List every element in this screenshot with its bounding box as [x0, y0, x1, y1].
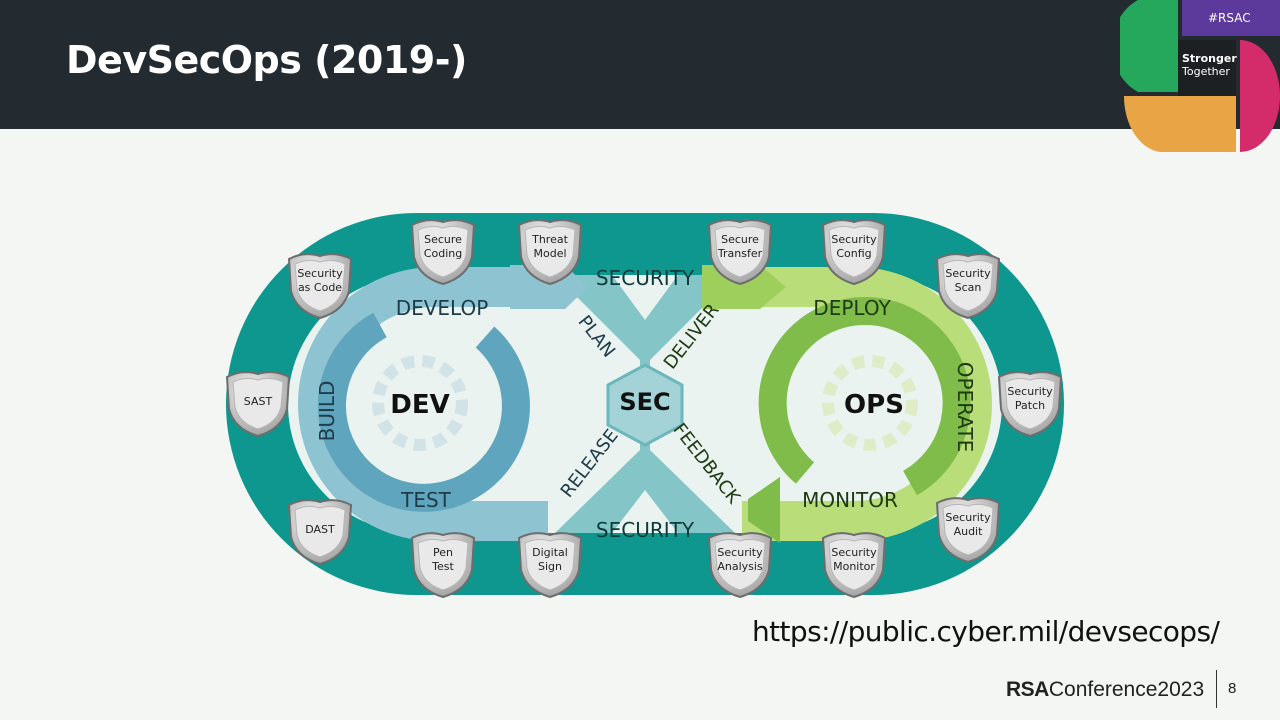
devsecops-diagram: DEV SEC OPS SECURITY SECURITY DEVELOP BU… — [226, 213, 1064, 598]
conference-name: Conference — [1048, 678, 1158, 701]
security-label-bottom: SECURITY — [596, 518, 695, 542]
deploy-label: DEPLOY — [813, 296, 891, 320]
shield-security-patch-line2: Patch — [1015, 399, 1045, 412]
shield-security-config: Security Config — [822, 219, 886, 285]
shield-security-audit-line2: Audit — [954, 525, 984, 538]
develop-label: DEVELOP — [396, 296, 489, 320]
logo-pink-shape — [1240, 40, 1280, 152]
operate-label: OPERATE — [953, 362, 977, 453]
ops-loop — [740, 267, 992, 541]
dev-plan-arrow — [510, 265, 588, 309]
rsac-logo-block: #RSAC Stronger Together — [1120, 0, 1280, 152]
rsac-hashtag: #RSAC — [1208, 11, 1251, 25]
shield-pen-test: Pen Test — [411, 532, 475, 598]
shield-security-as-code-line1: Security — [297, 267, 343, 280]
shield-sast-line1: SAST — [244, 395, 273, 408]
monitor-label: MONITOR — [802, 488, 898, 512]
page-number: 8 — [1228, 680, 1237, 697]
ops-gear-icon — [822, 355, 918, 451]
security-label-top: SECURITY — [596, 266, 695, 290]
shield-security-scan-line2: Scan — [955, 281, 982, 294]
slide-title: DevSecOps (2019-) — [66, 38, 467, 82]
shield-dast: DAST — [288, 499, 352, 565]
conference-brand: RSA — [1006, 678, 1049, 701]
shield-pen-test-line2: Test — [431, 560, 454, 573]
ops-cycle-arrow — [758, 297, 971, 496]
shield-pen-test-line1: Pen — [433, 546, 453, 559]
shield-digital-sign-line1: Digital — [532, 546, 568, 559]
shield-secure-transfer-line1: Secure — [721, 233, 759, 246]
shield-security-analysis-line2: Analysis — [717, 560, 763, 573]
ops-feedback-arrowhead — [748, 477, 780, 543]
shield-security-patch: Security Patch — [998, 371, 1062, 437]
logo-purple-shape — [1182, 0, 1280, 36]
dev-inner-circle — [334, 319, 506, 491]
shield-security-scan: Security Scan — [936, 253, 1000, 319]
shield-security-monitor-line1: Security — [831, 546, 877, 559]
shield-secure-transfer-line2: Transfer — [717, 247, 763, 260]
dev-label: DEV — [390, 390, 449, 420]
shield-dast-line1: DAST — [305, 523, 335, 536]
footer-divider — [1216, 670, 1217, 708]
shield-security-audit-line1: Security — [945, 511, 991, 524]
shield-security-analysis-line1: Security — [717, 546, 763, 559]
shield-security-audit: Security Audit — [936, 497, 1000, 563]
shield-security-config-line1: Security — [831, 233, 877, 246]
ops-label: OPS — [844, 390, 904, 420]
sec-hexagon — [606, 363, 684, 447]
ops-inner-circle — [784, 319, 956, 491]
shield-sast: SAST — [226, 371, 290, 437]
shield-security-config-line2: Config — [836, 247, 871, 260]
logo-orange-shape — [1123, 96, 1236, 152]
shield-threat-model-line2: Model — [533, 247, 566, 260]
header-bar: DevSecOps (2019-) — [0, 0, 1280, 129]
sec-label: SEC — [619, 388, 670, 416]
test-label: TEST — [400, 488, 452, 512]
shield-security-scan-line1: Security — [945, 267, 991, 280]
shield-secure-transfer: Secure Transfer — [708, 219, 772, 285]
shield-digital-sign-line2: Sign — [538, 560, 562, 573]
logo-dark-shape — [1178, 40, 1236, 96]
tagline-line1: Stronger — [1182, 52, 1237, 65]
shield-threat-model: Threat Model — [518, 219, 582, 285]
conference-year: 2023 — [1157, 678, 1205, 701]
shield-secure-coding-line1: Secure — [424, 233, 462, 246]
dev-cycle-arrow — [318, 312, 530, 512]
dev-gear-icon — [372, 355, 468, 451]
tagline-line2: Together — [1181, 65, 1230, 78]
build-label: BUILD — [315, 381, 339, 442]
shield-digital-sign: Digital Sign — [518, 532, 582, 598]
shield-security-as-code: Security as Code — [288, 253, 352, 319]
conference-footer: RSAConference2023 — [1006, 678, 1204, 702]
shield-security-monitor: Security Monitor — [822, 532, 886, 598]
shield-security-monitor-line2: Monitor — [833, 560, 875, 573]
shield-security-patch-line1: Security — [1007, 385, 1053, 398]
shield-threat-model-line1: Threat — [531, 233, 568, 246]
shield-secure-coding: Secure Coding — [411, 219, 475, 285]
shield-security-analysis: Security Analysis — [708, 532, 772, 598]
shield-security-as-code-line2: as Code — [298, 281, 342, 294]
shield-secure-coding-line2: Coding — [424, 247, 462, 260]
logo-green-round — [1130, 0, 1178, 92]
source-url[interactable]: https://public.cyber.mil/devsecops/ — [752, 615, 1220, 648]
